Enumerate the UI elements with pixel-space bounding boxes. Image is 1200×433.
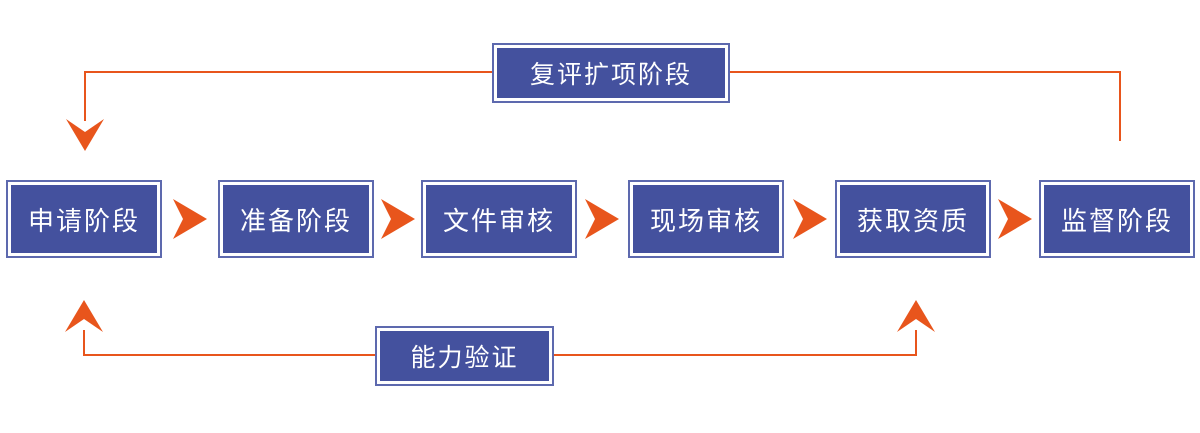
loop-box-label: 能力验证 [380,331,549,381]
loop-box-proficiency-testing: 能力验证 [375,326,554,386]
chevron-right-icon [998,199,1032,239]
stage-label: 文件审核 [426,185,572,253]
arrow-up-icon [65,300,103,332]
stage-document-review: 文件审核 [421,180,577,258]
connector-line-bottom-right-vertical [915,330,917,356]
stage-label: 监督阶段 [1044,185,1190,253]
arrow-down-icon [66,119,104,151]
arrow-up-icon [897,300,935,332]
chevron-right-icon [585,199,619,239]
chevron-right-icon [173,199,207,239]
stage-onsite-review: 现场审核 [628,180,784,258]
stage-label: 现场审核 [633,185,779,253]
connector-line-bottom-left [84,354,375,356]
connector-line-top-left-vertical [84,71,86,121]
loop-box-label: 复评扩项阶段 [497,48,725,98]
stage-supervision: 监督阶段 [1039,180,1195,258]
connector-line-top-right [730,71,1120,73]
connector-line-bottom-left-vertical [83,330,85,356]
stage-label: 准备阶段 [223,185,369,253]
stage-application: 申请阶段 [6,180,162,258]
stage-label: 获取资质 [840,185,986,253]
connector-line-top-right-vertical [1119,71,1121,141]
chevron-right-icon [381,199,415,239]
loop-box-reassessment: 复评扩项阶段 [492,43,730,103]
stage-label: 申请阶段 [11,185,157,253]
connector-line-bottom-right [554,354,916,356]
chevron-right-icon [793,199,827,239]
stage-obtain-qualification: 获取资质 [835,180,991,258]
connector-line-top-left [85,71,492,73]
stage-preparation: 准备阶段 [218,180,374,258]
